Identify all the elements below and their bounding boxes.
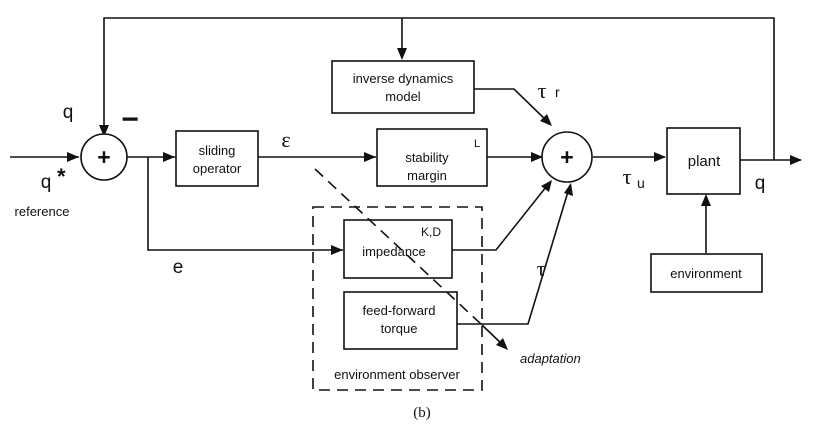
sliding-operator-block: [175, 130, 259, 187]
q-star-superscript: *: [57, 164, 66, 189]
impedance-label: impedance: [362, 244, 426, 259]
tau-r-subscript: r: [555, 84, 560, 100]
summing-junction-2: [541, 131, 593, 183]
reference-input-arrow: [67, 152, 79, 162]
inverse-dynamics-label-2: model: [385, 89, 421, 104]
tau-u-subscript: u: [637, 175, 645, 191]
summing-junction-2-sign: +: [560, 144, 573, 170]
summing-junction-1: [80, 133, 128, 181]
inverse-dynamics-block: [331, 60, 475, 114]
impedance-output-wire: [452, 181, 551, 251]
reference-label: reference: [15, 204, 70, 219]
sliding-operator-label-2: operator: [193, 161, 242, 176]
tau-label: τ: [537, 256, 546, 281]
environment-observer-box: [312, 206, 483, 391]
impedance-block: [343, 219, 453, 279]
minus-sign: −: [121, 103, 139, 136]
inverse-dynamics-input-arrow: [397, 48, 407, 60]
e-branch-wire: [147, 157, 343, 251]
tau-u-label: τ: [623, 164, 632, 189]
feedback-arrow: [99, 125, 109, 137]
q-feedback-label: q: [63, 102, 74, 123]
sliding-operator-label-1: sliding: [199, 143, 236, 158]
plant-label: plant: [688, 153, 721, 170]
feedback-loop-wire: [103, 17, 775, 160]
summing-junction-1-sign: +: [97, 144, 110, 170]
tau-r-label: τ: [538, 78, 547, 103]
e-label: e: [173, 257, 184, 278]
adaptation-dash-line: [314, 168, 483, 326]
stability-margin-label-1: stability: [405, 150, 449, 165]
epsilon-label: ε: [281, 127, 290, 152]
environment-arrow: [701, 194, 711, 206]
adaptation-label: adaptation: [520, 351, 581, 366]
plant-block: [666, 127, 741, 195]
output-arrow: [790, 155, 802, 165]
environment-label: environment: [670, 266, 742, 281]
feed-forward-label-1: feed-forward: [363, 303, 436, 318]
feed-forward-block: [343, 291, 458, 350]
q-star-label: q: [41, 172, 52, 193]
tau-arrow: [564, 183, 573, 196]
plant-input-arrow: [654, 152, 666, 162]
feed-forward-label-2: torque: [381, 321, 418, 336]
environment-block: [650, 253, 763, 293]
tau-r-arrow: [540, 114, 552, 126]
stability-margin-label-2: margin: [407, 168, 447, 183]
sliding-input-arrow: [163, 152, 175, 162]
q-output-label: q: [755, 173, 766, 194]
stability-margin-superscript: L: [474, 138, 480, 150]
stability-output-arrow: [531, 152, 543, 162]
figure-caption: (b): [413, 405, 431, 421]
tau-r-wire: [474, 88, 551, 125]
tau-wire: [457, 184, 571, 325]
impedance-superscript: K,D: [421, 225, 441, 239]
stability-margin-block: [376, 128, 488, 187]
stability-input-arrow: [364, 152, 376, 162]
inverse-dynamics-label-1: inverse dynamics: [353, 71, 454, 86]
environment-observer-label: environment observer: [334, 367, 460, 382]
adaptation-arrowhead: [496, 338, 508, 350]
impedance-input-arrow: [331, 245, 343, 255]
impedance-output-arrow: [541, 180, 552, 192]
